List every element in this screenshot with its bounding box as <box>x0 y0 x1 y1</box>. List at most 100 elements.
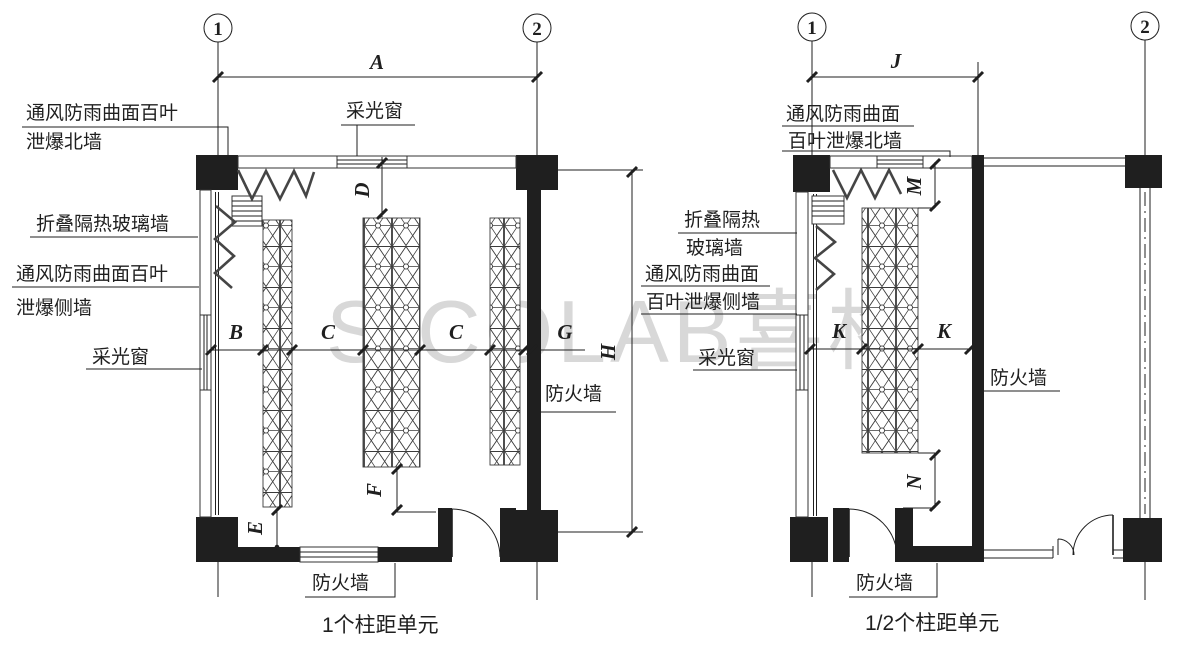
bottom-wall <box>913 546 972 562</box>
caption-left-unit: 1个柱距单元 <box>322 614 439 637</box>
dim-tick <box>390 462 404 476</box>
folding-wall-zigzag-side <box>812 225 838 291</box>
dim-tick <box>211 70 225 84</box>
dim-letter-C: C <box>321 320 336 344</box>
column <box>516 510 558 562</box>
dim-letter-F: F <box>362 483 386 498</box>
north-wall-window <box>336 155 408 169</box>
north-wall-window <box>876 155 924 169</box>
dim-letter-M: M <box>902 175 926 196</box>
leader-firewall-bottom <box>849 563 938 598</box>
dim-tick <box>855 342 869 356</box>
truss-bench <box>489 217 521 466</box>
column <box>790 517 828 562</box>
column <box>1123 518 1162 562</box>
label-side-wall-line2: 百叶泄爆侧墙 <box>646 291 760 313</box>
dim-tick <box>483 343 497 357</box>
leader-north-wall-drop <box>782 150 951 157</box>
dim-letter-H: H <box>596 343 620 361</box>
dim-tick <box>517 343 531 357</box>
north-wall-louver <box>237 155 338 169</box>
door-small-arc <box>1057 538 1075 556</box>
column <box>196 517 238 562</box>
leader-north-wall <box>22 126 229 155</box>
dim-letter-G: G <box>557 320 572 344</box>
column <box>1125 155 1162 188</box>
label-north-wall-line2: 百叶泄爆北墙 <box>788 130 902 152</box>
north-wall-louver <box>406 155 517 169</box>
label-window-side: 采光窗 <box>92 346 149 368</box>
dim-tick <box>390 503 404 517</box>
dim-tick <box>256 343 270 357</box>
door-jamb <box>438 508 452 562</box>
dim-tick <box>356 343 370 357</box>
folding-wall-stack <box>811 195 845 225</box>
grid-number-2: 2 <box>532 19 542 40</box>
dim-tick <box>270 503 284 517</box>
dim-tick <box>375 156 389 170</box>
dim-tick <box>204 343 218 357</box>
dim-letter-N: N <box>902 474 926 491</box>
dim-tick <box>928 157 942 171</box>
truss-bench <box>362 217 421 468</box>
dim-tick <box>805 70 819 84</box>
label-firewall-right: 防火墙 <box>545 383 602 405</box>
firewall-mid-wall <box>972 155 984 562</box>
dim-letter-E: E <box>243 521 267 536</box>
label-side-wall-line2: 泄爆侧墙 <box>16 297 92 319</box>
dim-tick <box>625 525 639 539</box>
column <box>516 155 558 190</box>
label-glass-wall-line2: 玻璃墙 <box>686 237 743 259</box>
bottom-wall <box>238 547 300 562</box>
dim-tick <box>285 343 299 357</box>
door-jamb <box>833 508 849 562</box>
side-wall-louver <box>795 389 809 518</box>
dim-letter-J: J <box>890 49 903 73</box>
label-side-wall-line1: 通风防雨曲面 <box>645 263 759 285</box>
dim-letter-B: B <box>228 320 243 344</box>
grid-number-1: 1 <box>807 18 817 39</box>
door-swing-arc <box>451 508 501 558</box>
dim-tick <box>625 165 639 179</box>
north-wall-louver <box>922 155 973 169</box>
column <box>793 155 830 192</box>
dim-tick <box>525 343 539 357</box>
dim-letter-C: C <box>449 320 464 344</box>
door-jamb <box>895 508 913 562</box>
label-window-side: 采光窗 <box>698 347 755 369</box>
dim-tick <box>413 343 427 357</box>
north-wall-louver <box>829 155 878 169</box>
leader-firewall-bottom <box>305 563 396 598</box>
dim-letter-K: K <box>831 319 848 343</box>
firewall-right-wall <box>527 190 541 512</box>
grid-number-1: 1 <box>213 19 223 40</box>
door-swing-arc <box>848 508 898 558</box>
door-big-arc <box>1072 514 1114 556</box>
folding-wall-zigzag-top <box>831 167 903 201</box>
label-north-wall-line1: 通风防雨曲面百叶 <box>26 102 178 124</box>
label-window-top: 采光窗 <box>346 100 403 122</box>
left-unit-plan: 1 2 A <box>12 13 643 637</box>
dim-tick <box>803 342 817 356</box>
truss-bench <box>861 207 919 454</box>
dim-letter-A: A <box>368 50 384 74</box>
label-firewall-bottom: 防火墙 <box>856 572 913 594</box>
label-north-wall-line2: 泄爆北墙 <box>26 131 102 153</box>
dim-tick <box>963 342 977 356</box>
dim-tick <box>928 499 942 513</box>
door-jamb <box>500 508 516 562</box>
label-firewall-bottom: 防火墙 <box>312 572 369 594</box>
label-firewall-mid: 防火墙 <box>990 367 1047 389</box>
side-wall-louver <box>795 191 809 316</box>
label-side-wall-line1: 通风防雨曲面百叶 <box>16 263 168 285</box>
dim-letter-D: D <box>350 182 374 198</box>
bottom-wall <box>378 547 438 562</box>
label-north-wall-line1: 通风防雨曲面 <box>786 103 900 125</box>
folding-wall-zigzag-top <box>236 168 316 202</box>
bottom-wall-window <box>299 546 379 563</box>
watermark-text: SICOLAB喜格 <box>326 282 919 381</box>
caption-right-unit: 1/2个柱距单元 <box>865 612 999 635</box>
right-unit-plan: 1 2 J <box>641 11 1162 635</box>
dim-tick <box>928 448 942 462</box>
